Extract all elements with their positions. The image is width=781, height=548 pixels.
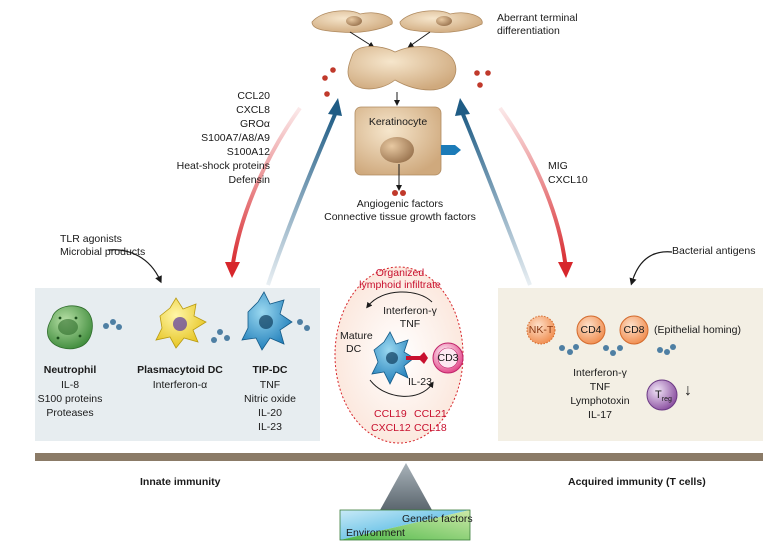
synapse-icon [406,352,428,364]
neutrophil-item-2: S100 proteins [37,393,103,405]
pdc-title: Plasmacytoid DC [137,364,223,376]
angiogenic-label: Angiogenic factors [356,198,444,210]
neutrophil-item-3: Proteases [46,407,94,419]
tipdc-item-2: Nitric oxide [244,393,296,405]
tipdc-item-1: TNF [259,379,281,391]
acquired-item-4: IL-17 [588,409,612,421]
aberrant-label-2: differentiation [497,25,560,37]
neutrophil-title: Neutrophil [43,364,97,376]
genetic-factors-label: Genetic factors [402,513,473,525]
tipdc-title: TIP-DC [252,364,288,376]
center-arrow-bottom [369,379,434,397]
acquired-panel [498,288,763,441]
pdc-dots [211,329,230,343]
il23-label: IL-23 [408,376,432,388]
chemokine-ccl18: CCL18 [414,422,447,434]
infiltrate-title-1: Organized [375,267,425,279]
neutrophil-dots [103,319,122,330]
tlr-arrow [107,249,162,284]
mediator-4: S100A7/A8/A9 [201,132,270,144]
cxcl10-label: CXCL10 [548,174,588,186]
acquired-item-2: TNF [589,381,611,393]
fulcrum [380,463,432,510]
mediator-6: Heat-shock proteins [176,160,270,172]
cd3-label: CD3 [437,352,459,364]
acquired-dots [559,344,676,356]
infiltrate-title-2: lymphoid infiltrate [359,279,441,291]
tipdc-item-3: IL-20 [258,407,282,419]
environment-label: Environment [346,527,405,539]
neutrophil-item-1: IL-8 [60,379,80,391]
mature-dc-cell [371,331,415,385]
acquired-item-1: Interferon-γ [573,367,627,379]
cd4-label: CD4 [580,324,602,336]
spindle-cell-left [311,10,393,33]
environment-wedge [340,510,470,540]
red-arrow-right [498,106,568,271]
aberrant-label-1: Aberrant terminal [497,12,578,24]
blue-arrow-right [460,111,532,286]
neutrophil-cell [47,305,93,350]
tlr-label-2: Microbial products [60,246,146,258]
chemokine-ccl21: CCL21 [414,408,447,420]
mediator-3: GROα [240,118,270,130]
mediator-7: Defensin [228,174,270,186]
bacterial-arrow [629,251,673,286]
mediator-1: CCL20 [237,90,270,102]
mediator-5: S100A12 [226,146,270,158]
acquired-immunity-label: Acquired immunity (T cells) [568,476,706,488]
center-tnf: TNF [399,318,421,330]
treg-label: Treg [655,389,672,404]
pdc-item-1: Interferon-α [152,379,208,391]
mig-label: MIG [548,160,568,172]
acquired-item-3: Lymphotoxin [570,395,630,407]
spindle-cell-right [399,10,483,33]
blue-arrow-left [266,111,338,286]
center-arrow-top [366,291,433,309]
nkt-cell [526,315,556,345]
nkt-label: NK-T [528,324,554,336]
dividing-cell [347,46,457,91]
tlr-label-1: TLR agonists [60,233,122,245]
treg-cell [646,379,678,411]
cd4-cell [576,315,606,345]
keratinocyte-label: Keratinocyte [368,116,428,128]
connective-label: Connective tissue growth factors [324,211,476,223]
tipdc-dots [297,319,310,331]
tipdc-item-4: IL-23 [258,421,282,433]
mature-dc-label-2: DC [346,343,362,355]
chemokine-cxcl12: CXCL12 [371,422,411,434]
balance-beam [35,453,763,461]
mediator-2: CXCL8 [236,104,270,116]
cytokine-dots [322,67,491,97]
receptor-icon [441,145,461,155]
chemokine-ccl19: CCL19 [374,408,407,420]
down-arrow-icon: ↓ [684,382,692,399]
epithelial-homing-label: (Epithelial homing) [654,324,741,336]
center-ifn: Interferon-γ [383,305,437,317]
red-arrow-left [230,106,302,271]
mature-dc-label-1: Mature [340,330,373,342]
plasmacytoid-dc-cell [155,297,207,349]
keratinocyte-nucleus [380,137,414,163]
cd8-cell [619,315,649,345]
innate-immunity-label: Innate immunity [140,476,221,488]
bacterial-label: Bacterial antigens [672,245,756,257]
tip-dc-cell [241,291,293,351]
cd8-label: CD8 [623,324,645,336]
